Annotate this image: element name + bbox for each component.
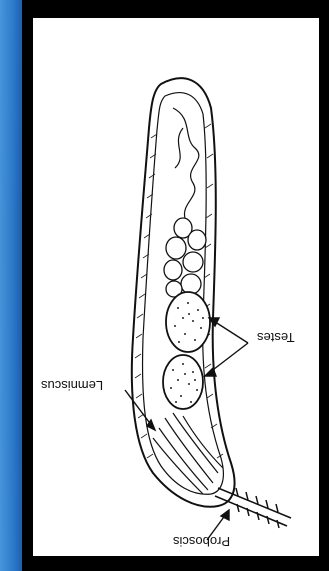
lemniscus-label: Lemniscus [41,378,103,393]
sperm-duct-coil [173,108,199,218]
slide-accent-bar [0,0,22,571]
diagram-panel: Lemniscus Testes Proboscis [33,18,319,556]
worm-diagram [33,18,319,556]
proboscis-label: Proboscis [173,534,230,549]
cement-glands [164,218,206,297]
proboscis-receptacle [153,413,223,494]
proboscis [215,488,291,528]
testis-anterior [166,292,210,352]
testes-label: Testes [257,330,295,345]
